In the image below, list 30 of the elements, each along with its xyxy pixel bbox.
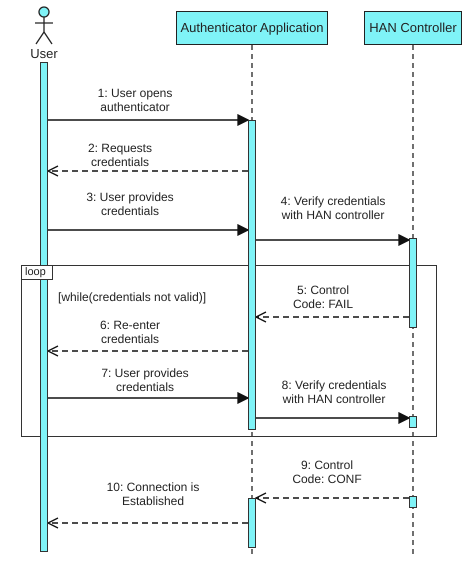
activation-bar [409,238,417,328]
arrow [255,311,409,323]
activation-bar [409,496,417,508]
fragment-tag: loop [21,265,53,280]
arrow [47,345,248,357]
edge-label: 10: Connection is Established [106,480,200,508]
edge-label: 8: Verify credentials with HAN controller [280,378,388,406]
participant-box: HAN Controller [364,11,462,45]
edge-label: 7: User provides credentials [100,366,190,394]
edge-label: 6: Re-enter credentials [98,318,162,346]
edge-label: 2: Requests credentials [86,141,154,169]
edge-label: 9: Control Code: CONF [291,458,363,486]
activation-bar [409,416,417,428]
arrow [48,224,249,236]
arrow [255,492,409,504]
arrow [256,412,410,424]
edge-label: 1: User opens authenticator [96,86,174,114]
arrow [48,392,249,404]
activation-bar [248,120,256,430]
actor-label: User [29,46,59,61]
participant-box: Authenticator Application [176,11,328,45]
edge-label: 5: Control Code: FAIL [292,283,354,311]
arrow [256,234,410,246]
guard-condition: [while(credentials not valid)] [58,290,206,305]
activation-bar [248,498,256,548]
edge-label: 3: User provides credentials [85,190,175,218]
arrow [48,114,249,126]
arrow [47,165,248,177]
arrow [47,517,248,529]
edge-label: 4: Verify credentials with HAN controller [280,194,386,222]
